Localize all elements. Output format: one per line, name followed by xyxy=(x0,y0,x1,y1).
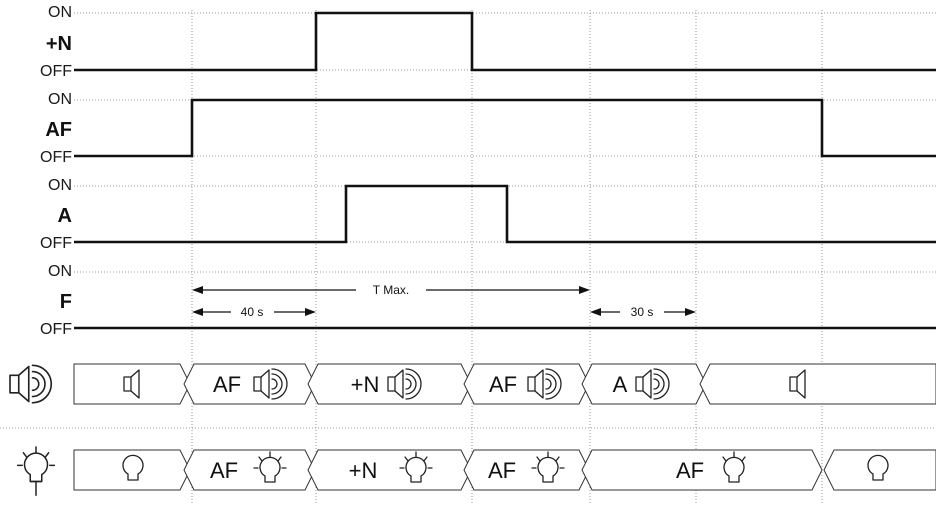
lamp-segment-text: +N xyxy=(349,458,378,483)
delay-40s-dimension: 40 s xyxy=(192,305,316,319)
bulb-on-icon xyxy=(722,451,746,483)
speaker-row: AF +N AF A xyxy=(9,363,936,405)
off-label: OFF xyxy=(40,63,72,80)
signal-name: AF xyxy=(45,119,72,141)
lamp-segment-text: AF xyxy=(210,458,238,483)
arrow-left-icon xyxy=(590,308,601,316)
arrow-left-icon xyxy=(192,308,203,316)
lamp-segment xyxy=(581,449,823,491)
level-grid xyxy=(0,12,936,429)
lamp-segment xyxy=(463,449,590,491)
duration-annotations: T Max. 40 s 30 s xyxy=(192,283,696,319)
on-label: ON xyxy=(48,4,72,21)
speaker-segment-text: A xyxy=(613,372,628,397)
on-label: ON xyxy=(48,263,72,280)
lamp-segment-text: AF xyxy=(676,458,704,483)
speaker-segment xyxy=(699,363,936,405)
speaker-segment-text: AF xyxy=(489,372,517,397)
lamp-segment-text: AF xyxy=(488,458,516,483)
signal-a: ON A OFF xyxy=(40,177,936,252)
off-label: OFF xyxy=(40,235,72,252)
delay-30s-label: 30 s xyxy=(631,305,654,319)
signal-name: +N xyxy=(46,33,72,55)
arrow-left-icon xyxy=(192,286,203,294)
signal-name: F xyxy=(60,291,72,313)
speaker-segment xyxy=(463,363,590,405)
speaker-segment-text: AF xyxy=(213,372,241,397)
t-max-dimension: T Max. xyxy=(192,283,590,297)
time-grid xyxy=(191,10,823,505)
delay-40s-label: 40 s xyxy=(241,305,264,319)
signal-f: ON F OFF xyxy=(40,263,936,338)
t-max-label: T Max. xyxy=(373,283,409,297)
speaker-segment-text: +N xyxy=(351,372,380,397)
signal-plus-n: ON +N OFF xyxy=(40,4,936,80)
arrow-right-icon xyxy=(685,308,696,316)
lamp-segment xyxy=(307,449,472,491)
lamp-segment xyxy=(823,449,936,491)
arrow-right-icon xyxy=(305,308,316,316)
speaker-segment xyxy=(183,363,316,405)
signal-af: ON AF OFF xyxy=(40,91,936,166)
lamp-segment xyxy=(183,449,316,491)
speaker-icon xyxy=(9,364,53,404)
arrow-right-icon xyxy=(579,286,590,294)
off-label: OFF xyxy=(40,149,72,166)
delay-30s-dimension: 30 s xyxy=(590,305,696,319)
signal-name: A xyxy=(58,205,72,227)
on-label: ON xyxy=(48,91,72,108)
lamp-row: AF +N AF AF xyxy=(16,446,936,497)
signal-trace xyxy=(74,98,936,158)
off-label: OFF xyxy=(40,321,72,338)
lamp-segment xyxy=(73,449,191,491)
speaker-segment xyxy=(73,363,191,405)
speaker-segment xyxy=(307,363,472,405)
signal-trace xyxy=(74,11,936,72)
signal-trace xyxy=(74,184,936,244)
speaker-segment xyxy=(581,363,707,405)
bulb-icon xyxy=(16,446,56,497)
on-label: ON xyxy=(48,177,72,194)
